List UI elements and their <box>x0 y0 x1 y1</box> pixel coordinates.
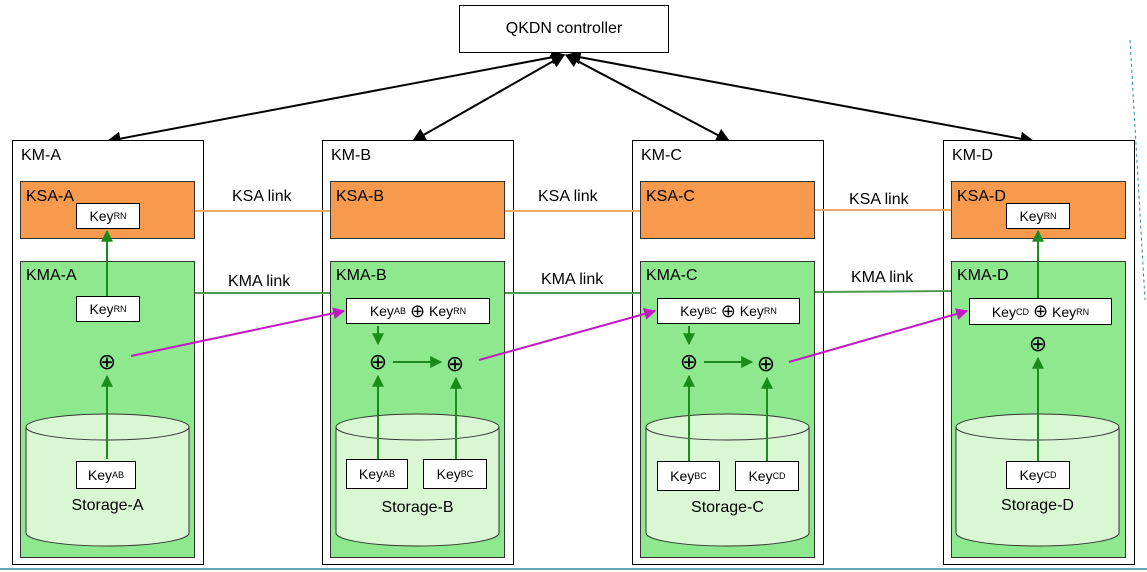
xor-b1: ⊕ <box>368 349 388 374</box>
ksa-b: KSA-B <box>330 181 505 239</box>
key-subscript: CD <box>1015 306 1029 317</box>
key-base-text: Key <box>89 301 114 317</box>
storage-a-label: Storage-A <box>71 497 144 514</box>
key-base-text: Key <box>680 303 705 319</box>
km-c-label: KM-C <box>641 147 682 164</box>
ksa-c: KSA-C <box>640 181 815 239</box>
kma-link-label-ab: KMA link <box>228 273 291 290</box>
xor-symbol: ⊕ <box>1032 301 1049 321</box>
key-base-text: Key <box>1019 208 1044 224</box>
key-subscript: CD <box>1043 470 1057 480</box>
key-subscript: RN <box>1043 211 1057 221</box>
ksa-link-label-cd: KSA link <box>849 191 909 208</box>
xor-symbol: ⊕ <box>720 300 736 321</box>
key-base-text: Key <box>358 466 384 482</box>
km-d-label: KM-D <box>952 147 993 164</box>
key-subscript: AB <box>112 470 125 480</box>
key-base-text: Key <box>87 467 113 483</box>
key-subscript: BC <box>460 469 474 479</box>
key-base-text: Key <box>991 303 1016 320</box>
xor-symbol: ⊕ <box>409 300 426 321</box>
storage-d-label: Storage-D <box>1001 497 1074 514</box>
key-base-text: Key <box>1019 467 1044 483</box>
controller-arrow-km-b <box>411 54 566 142</box>
inter-arrow-c-to-d <box>788 308 969 363</box>
storage-c-label: Storage-C <box>691 499 764 516</box>
key-subscript: AB <box>383 469 396 479</box>
ksa-a-label: KSA-A <box>26 188 75 205</box>
key-subscript: RN <box>1076 306 1090 317</box>
storage-c-cylinder <box>645 413 810 547</box>
storage-b-cylinder <box>335 413 500 547</box>
key-subscript: BC <box>694 471 707 481</box>
kma-link-cd <box>814 290 952 293</box>
key-subscript: RN <box>763 306 777 316</box>
key-subscript: CD <box>772 471 786 481</box>
kma-c-label: KMA-C <box>646 267 698 284</box>
xor-c2: ⊕ <box>756 351 776 376</box>
key-base-text: Key <box>739 303 764 319</box>
key-base-text: Key <box>436 466 461 482</box>
key-subscript: RN <box>113 211 127 221</box>
inter-arrow-a-to-b <box>130 307 346 357</box>
right-edge-rule <box>1129 39 1146 301</box>
key-subscript: RN <box>113 304 127 314</box>
key-base-text: Key <box>89 208 114 224</box>
kma-link-label-bc: KMA link <box>541 271 604 288</box>
key-subscript: AB <box>393 306 406 316</box>
key-subscript: RN <box>453 306 467 316</box>
storage-b-label: Storage-B <box>381 499 454 516</box>
xor-a: ⊕ <box>97 349 117 374</box>
kma-d-label: KMA-D <box>957 267 1009 284</box>
km-b-label: KM-B <box>331 147 371 164</box>
key-subscript: BC <box>704 306 717 316</box>
kma-a-label: KMA-A <box>26 267 77 284</box>
key-base-text: Key <box>670 468 695 484</box>
key-base-text: Key <box>369 303 394 319</box>
qkdn-controller-label: QKDN controller <box>505 20 623 37</box>
ksa-link-label-bc: KSA link <box>538 188 598 205</box>
kma-b-label: KMA-B <box>336 267 387 284</box>
ksa-d-label: KSA-D <box>957 188 1006 205</box>
xor-c1: ⊕ <box>679 349 699 374</box>
xor-d: ⊕ <box>1028 331 1048 356</box>
kma-link-label-cd: KMA link <box>851 269 914 286</box>
key-base-text: Key <box>748 468 773 484</box>
key-base-text: Key <box>429 303 454 319</box>
key-base-text: Key <box>1052 303 1077 320</box>
ksa-link-label-ab: KSA link <box>232 188 292 205</box>
ksa-b-label: KSA-B <box>336 188 385 205</box>
controller-arrow-km-d <box>566 50 1035 146</box>
ksa-c-label: KSA-C <box>646 188 695 205</box>
inter-arrow-b-to-c <box>478 308 657 361</box>
km-a-label: KM-A <box>21 147 61 164</box>
qkdn-controller: QKDN controller <box>459 5 669 53</box>
xor-b2: ⊕ <box>445 351 465 376</box>
